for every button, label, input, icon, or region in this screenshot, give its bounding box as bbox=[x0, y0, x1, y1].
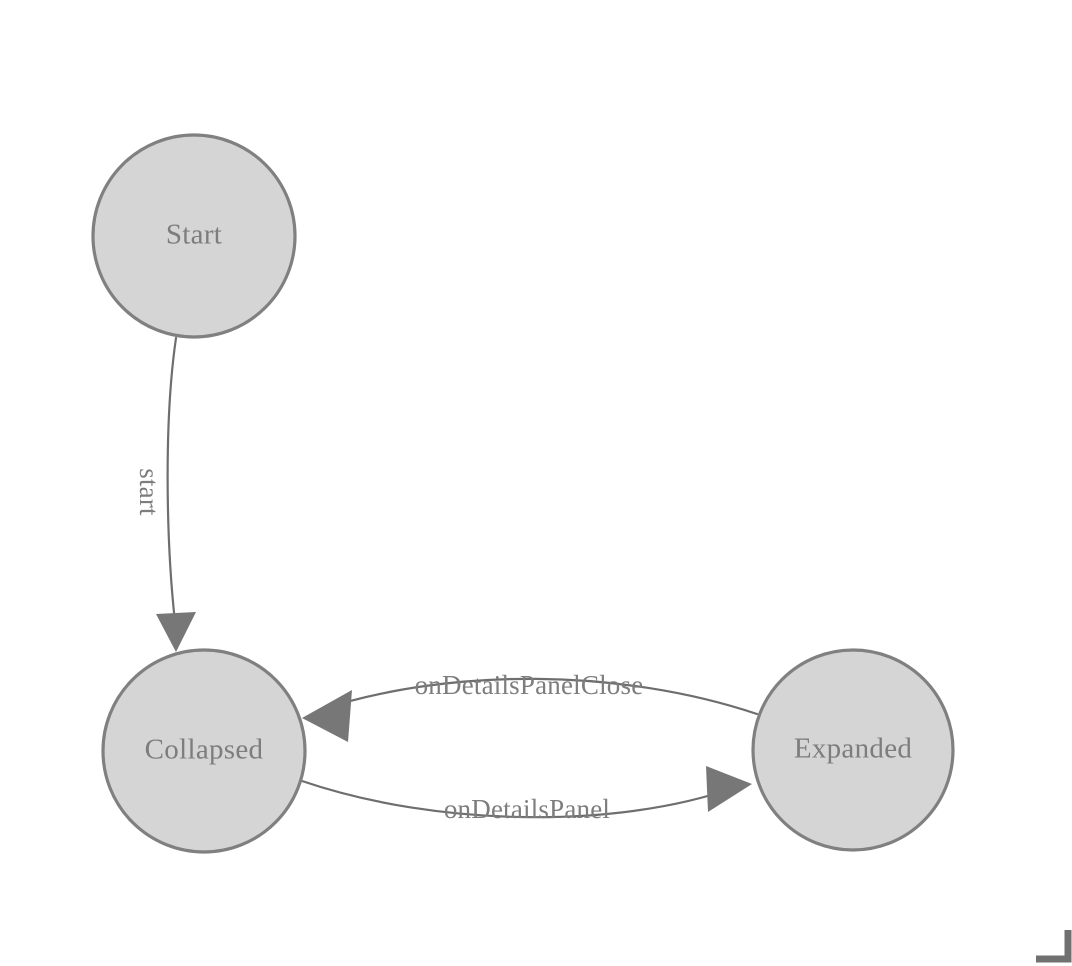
node-start-label: Start bbox=[166, 219, 222, 251]
node-start-circle bbox=[91, 133, 297, 339]
edge-label-start: start bbox=[134, 468, 164, 516]
edge-collapsed-to-expanded[interactable] bbox=[300, 766, 752, 819]
edge-label-layer: start onDetailsPanelClose onDetailsPanel bbox=[134, 468, 644, 824]
edge-expanded-to-collapsed[interactable] bbox=[302, 677, 759, 742]
edge-line-start-to-collapsed bbox=[166, 336, 178, 624]
node-collapsed-label: Collapsed bbox=[145, 734, 264, 766]
edge-layer bbox=[156, 336, 759, 819]
node-layer: Start Collapsed Expanded bbox=[91, 133, 955, 854]
arrow-head-into-collapsed-top bbox=[156, 612, 196, 652]
node-expanded-circle bbox=[751, 648, 955, 852]
edge-line-expanded-to-collapsed bbox=[321, 677, 759, 716]
node-expanded[interactable]: Expanded bbox=[751, 648, 955, 852]
edge-label-on-details-panel-close: onDetailsPanelClose bbox=[415, 670, 644, 700]
node-collapsed[interactable]: Collapsed bbox=[101, 648, 307, 854]
arrow-head-into-collapsed-right bbox=[302, 690, 352, 742]
node-start[interactable]: Start bbox=[91, 133, 297, 339]
resize-corner-bracket-icon[interactable] bbox=[1036, 930, 1072, 963]
arrow-head-into-expanded-left bbox=[706, 766, 752, 812]
node-collapsed-circle bbox=[101, 648, 307, 854]
edge-start-to-collapsed[interactable] bbox=[156, 336, 196, 652]
edge-line-collapsed-to-expanded bbox=[300, 779, 735, 819]
edge-label-on-details-panel: onDetailsPanel bbox=[444, 794, 610, 824]
node-expanded-label: Expanded bbox=[794, 733, 913, 765]
